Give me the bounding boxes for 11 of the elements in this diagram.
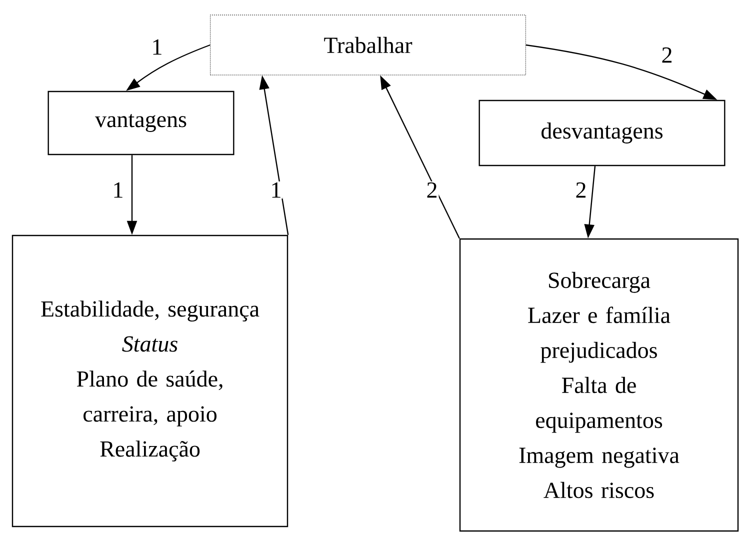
edge-label: 2 <box>660 46 674 64</box>
category-box: vantagens <box>48 90 234 156</box>
list-box: Sobrecarga Lazer e família prejudicados Falta de equipamentos Imagem negativa Altos riscos <box>459 238 739 532</box>
edge-label: 2 <box>574 181 588 199</box>
edge-label: 1 <box>150 38 164 56</box>
list-box: Estabilidade, segurança Status Plano de saúde, carreira, apoio Realização <box>12 234 288 528</box>
edge-label: 2 <box>425 181 439 199</box>
title-box: Trabalhar <box>210 14 526 76</box>
edge-label: 1 <box>269 181 283 199</box>
edge-label: 1 <box>111 181 125 199</box>
category-box: desvantagens <box>478 100 726 166</box>
